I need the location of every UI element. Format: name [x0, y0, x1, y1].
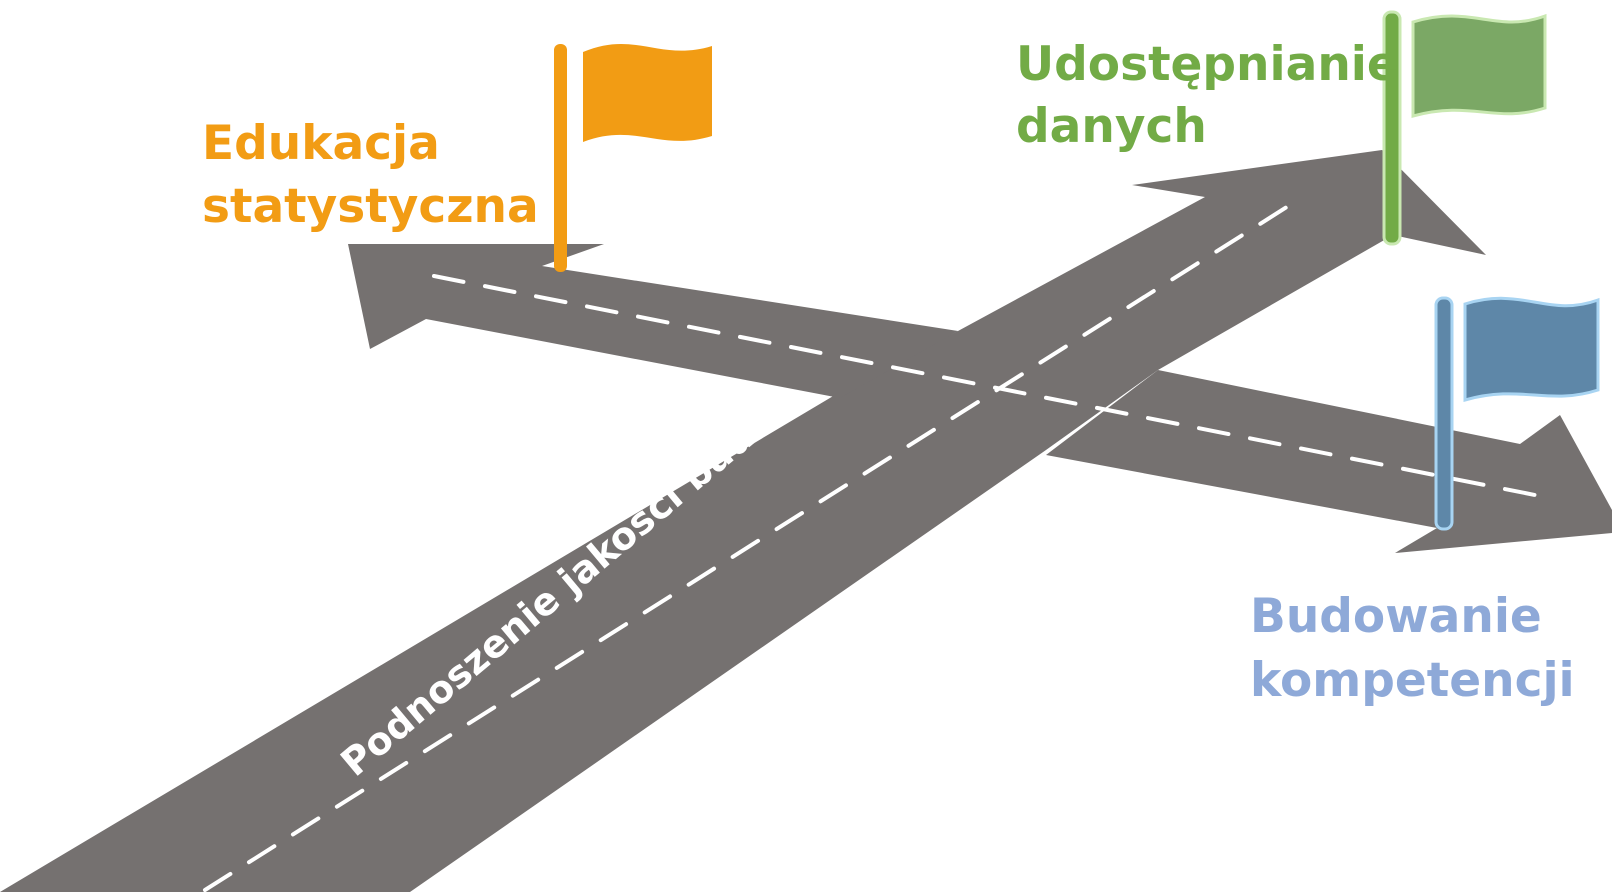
goal-data-sharing-line1: Udostępnianie: [1016, 37, 1399, 92]
main-road-dashes: [203, 203, 1292, 892]
flag-cloth: [1463, 296, 1600, 402]
cross-road-dashes: [432, 274, 1547, 499]
flag-pole: [1434, 296, 1454, 531]
goal-competence-line2: kompetencji: [1250, 653, 1575, 708]
goal-competence-line1: Budowanie: [1250, 589, 1542, 644]
flag-cloth: [583, 43, 712, 142]
goal-education-line2: statystyczna: [202, 179, 539, 234]
roads: [0, 150, 1612, 892]
main-road: [0, 150, 1486, 892]
goal-data-sharing-line2: danych: [1016, 99, 1207, 154]
goal-competence-label: Budowanie kompetencji: [1250, 589, 1575, 708]
goal-data-sharing-label: Udostępnianie danych: [1016, 37, 1415, 154]
flag-pole: [1382, 10, 1402, 246]
goal-education-label: Edukacja statystyczna: [202, 116, 539, 234]
cross-road-right-arrow: [1046, 370, 1612, 553]
goal-education-line1: Edukacja: [202, 116, 440, 171]
flag-cloth: [1411, 13, 1547, 118]
flag-data-sharing: [1382, 10, 1547, 246]
flag-education: [554, 43, 712, 272]
flag-pole: [554, 44, 567, 272]
flag-competence: [1434, 296, 1600, 531]
